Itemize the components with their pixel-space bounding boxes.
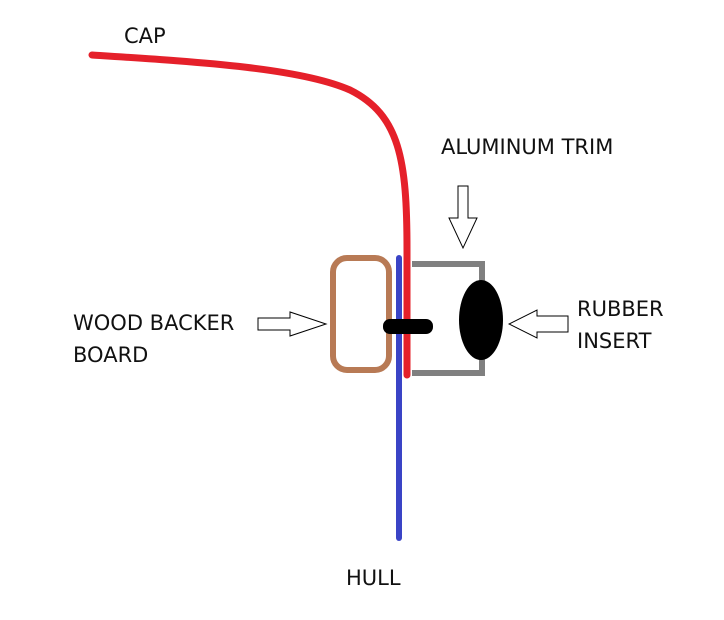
- cap-label: CAP: [124, 24, 166, 48]
- rubber-insert: [459, 280, 503, 360]
- arrow-left-icon: [507, 309, 569, 339]
- aluminum-trim-label: ALUMINUM TRIM: [441, 135, 614, 159]
- arrow-right-icon: [257, 311, 328, 337]
- cap-line: [88, 51, 411, 379]
- hull-label: HULL: [346, 566, 401, 590]
- rubber-insert-label-line1: RUBBER: [577, 297, 664, 321]
- rubber-insert-label-line2: INSERT: [577, 329, 652, 353]
- arrow-down-icon: [448, 185, 478, 250]
- fastener: [383, 319, 433, 334]
- wood-backer-label-line1: WOOD BACKER: [73, 311, 235, 335]
- wood-backer-label-line2: BOARD: [73, 343, 149, 367]
- wood-backer-board: [330, 255, 392, 373]
